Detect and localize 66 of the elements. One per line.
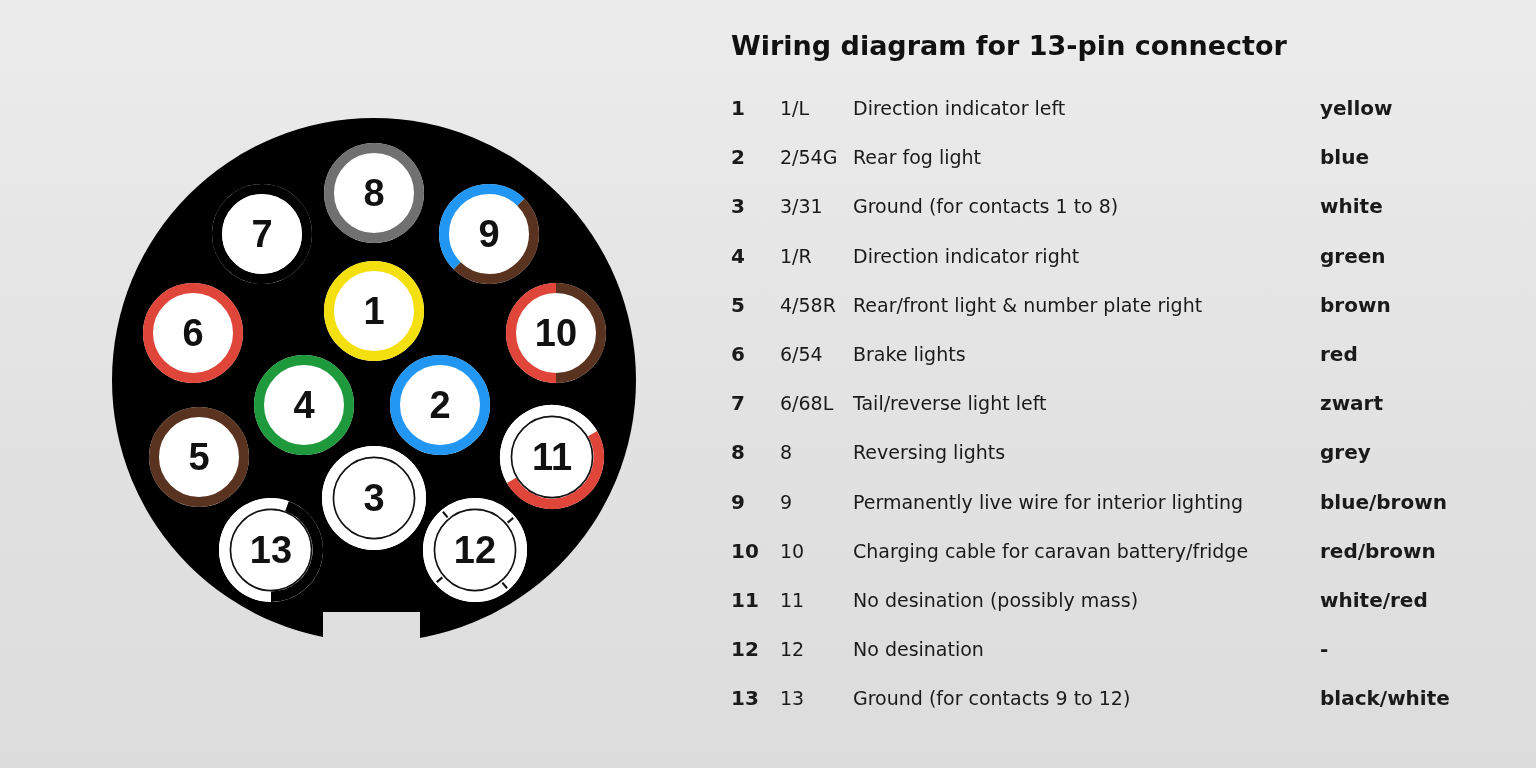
function-description: Ground (for contacts 9 to 12) [853, 686, 1131, 711]
terminal-code: 12 [780, 637, 805, 662]
function-description: Rear fog light [853, 145, 982, 170]
diagram-title: Wiring diagram for 13-pin connector [731, 30, 1287, 61]
terminal-code: 6/68L [780, 391, 834, 416]
wire-color: yellow [1320, 96, 1393, 120]
pin-number: 1 [731, 96, 745, 120]
pin-contact: 5 [149, 407, 249, 507]
wire-color: grey [1320, 440, 1371, 465]
function-description: Charging cable for caravan battery/fridge [853, 538, 1249, 563]
function-description: Reversing lights [853, 440, 1006, 465]
pin-number: 10 [731, 538, 759, 563]
pin-contact: 12 [423, 498, 527, 602]
function-description: Direction indicator left [853, 96, 1066, 120]
pin-contact: 4 [254, 355, 354, 455]
terminal-code: 1/L [780, 96, 810, 120]
terminal-code: 6/54 [780, 342, 823, 366]
wire-color: brown [1320, 292, 1391, 317]
terminal-code: 3/31 [780, 194, 823, 219]
pin-number: 2 [731, 145, 745, 170]
wire-color: blue/brown [1320, 489, 1447, 514]
pin-contact: 13 [219, 498, 323, 602]
pin-number: 8 [731, 440, 745, 465]
function-description: No desination (possibly mass) [853, 588, 1139, 612]
terminal-code: 8 [780, 440, 793, 465]
wire-color: red/brown [1320, 538, 1436, 563]
pin-number: 12 [731, 637, 759, 662]
terminal-code: 10 [780, 538, 805, 563]
terminal-code: 1/R [780, 243, 812, 268]
pin-contact: 1 [324, 261, 424, 361]
wire-color: blue [1320, 145, 1369, 170]
pin-contact: 8 [324, 143, 424, 243]
pin-number: 13 [731, 686, 759, 711]
function-description: No desination [853, 637, 984, 662]
pin-number: 4 [731, 243, 745, 268]
wire-color: - [1320, 637, 1329, 662]
pin-contact: 3 [322, 446, 426, 550]
pin-contact: 11 [500, 405, 604, 509]
pin-number: 5 [731, 292, 745, 317]
function-description: Tail/reverse light left [853, 391, 1047, 416]
pin-number: 6 [731, 342, 745, 366]
function-description: Ground (for contacts 1 to 8) [853, 194, 1119, 219]
pin-number: 11 [731, 588, 759, 612]
wire-color: white/red [1320, 588, 1428, 612]
pin-number: 9 [731, 489, 745, 514]
terminal-code: 11 [780, 588, 805, 612]
wire-color: black/white [1320, 686, 1450, 711]
wire-color: white [1320, 194, 1383, 219]
pin-number: 7 [731, 391, 745, 416]
wire-color: green [1320, 243, 1386, 268]
terminal-code: 9 [780, 489, 793, 514]
function-description: Rear/front light & number plate right [853, 292, 1203, 317]
pin-contact: 6 [143, 283, 243, 383]
pin-contact: 10 [506, 283, 606, 383]
terminal-code: 13 [780, 686, 805, 711]
function-description: Permanently live wire for interior lighting [853, 489, 1244, 514]
wire-color: red [1320, 342, 1358, 366]
terminal-code: 2/54G [780, 145, 838, 170]
function-description: Direction indicator right [853, 243, 1080, 268]
terminal-code: 4/58R [780, 292, 836, 317]
pin-contact: 7 [212, 184, 312, 284]
pin-number: 3 [731, 194, 745, 219]
function-description: Brake lights [853, 342, 966, 366]
pin-contact: 9 [439, 184, 539, 284]
pin-contact: 2 [390, 355, 490, 455]
wire-color: zwart [1320, 391, 1384, 416]
